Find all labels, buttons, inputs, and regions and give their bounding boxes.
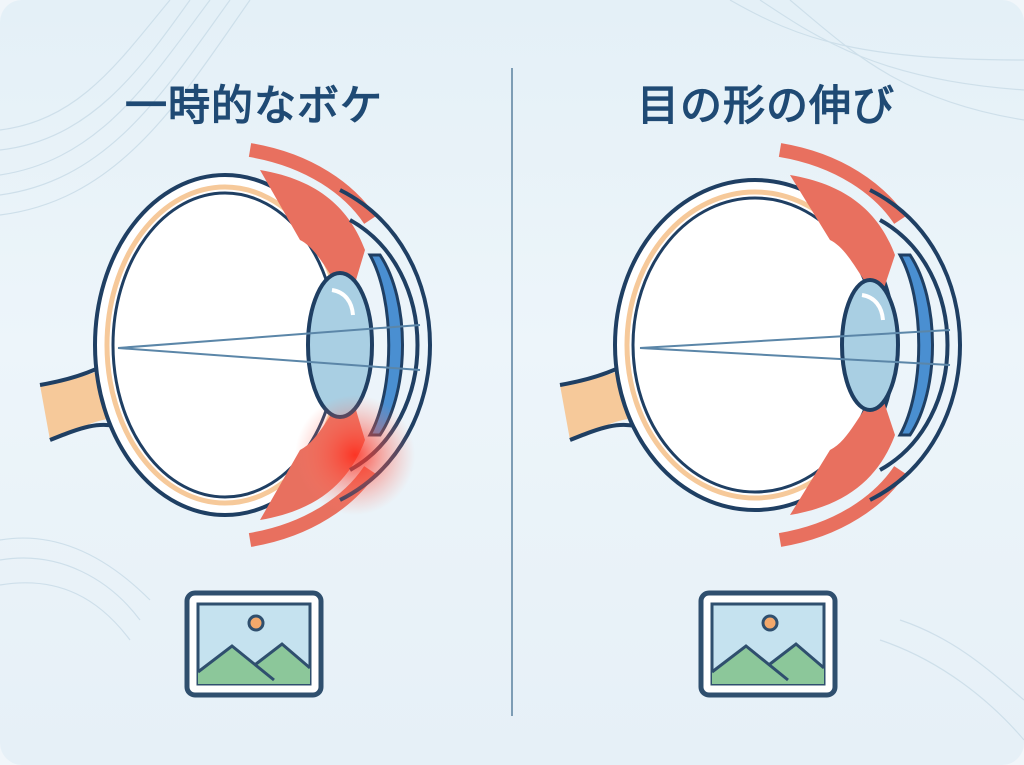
- light-rays: [639, 329, 951, 366]
- panel-title-eye-elongation: 目の形の伸び: [636, 81, 895, 130]
- panel-title-temporary-blur: 一時的なボケ: [124, 81, 383, 130]
- ciliary-muscle: [778, 143, 906, 547]
- lens: [840, 278, 900, 412]
- lens: [306, 271, 374, 419]
- strain-glow-highlight: [295, 395, 415, 515]
- picture-icon: [184, 590, 324, 698]
- eye-diagram-temporary-blur: [39, 143, 432, 547]
- light-rays: [117, 324, 421, 371]
- eye-diagram-elongation: [559, 143, 962, 547]
- cornea: [869, 188, 962, 502]
- eyeball: [613, 178, 897, 512]
- picture-icon: [698, 590, 838, 698]
- panel-divider: [511, 68, 513, 716]
